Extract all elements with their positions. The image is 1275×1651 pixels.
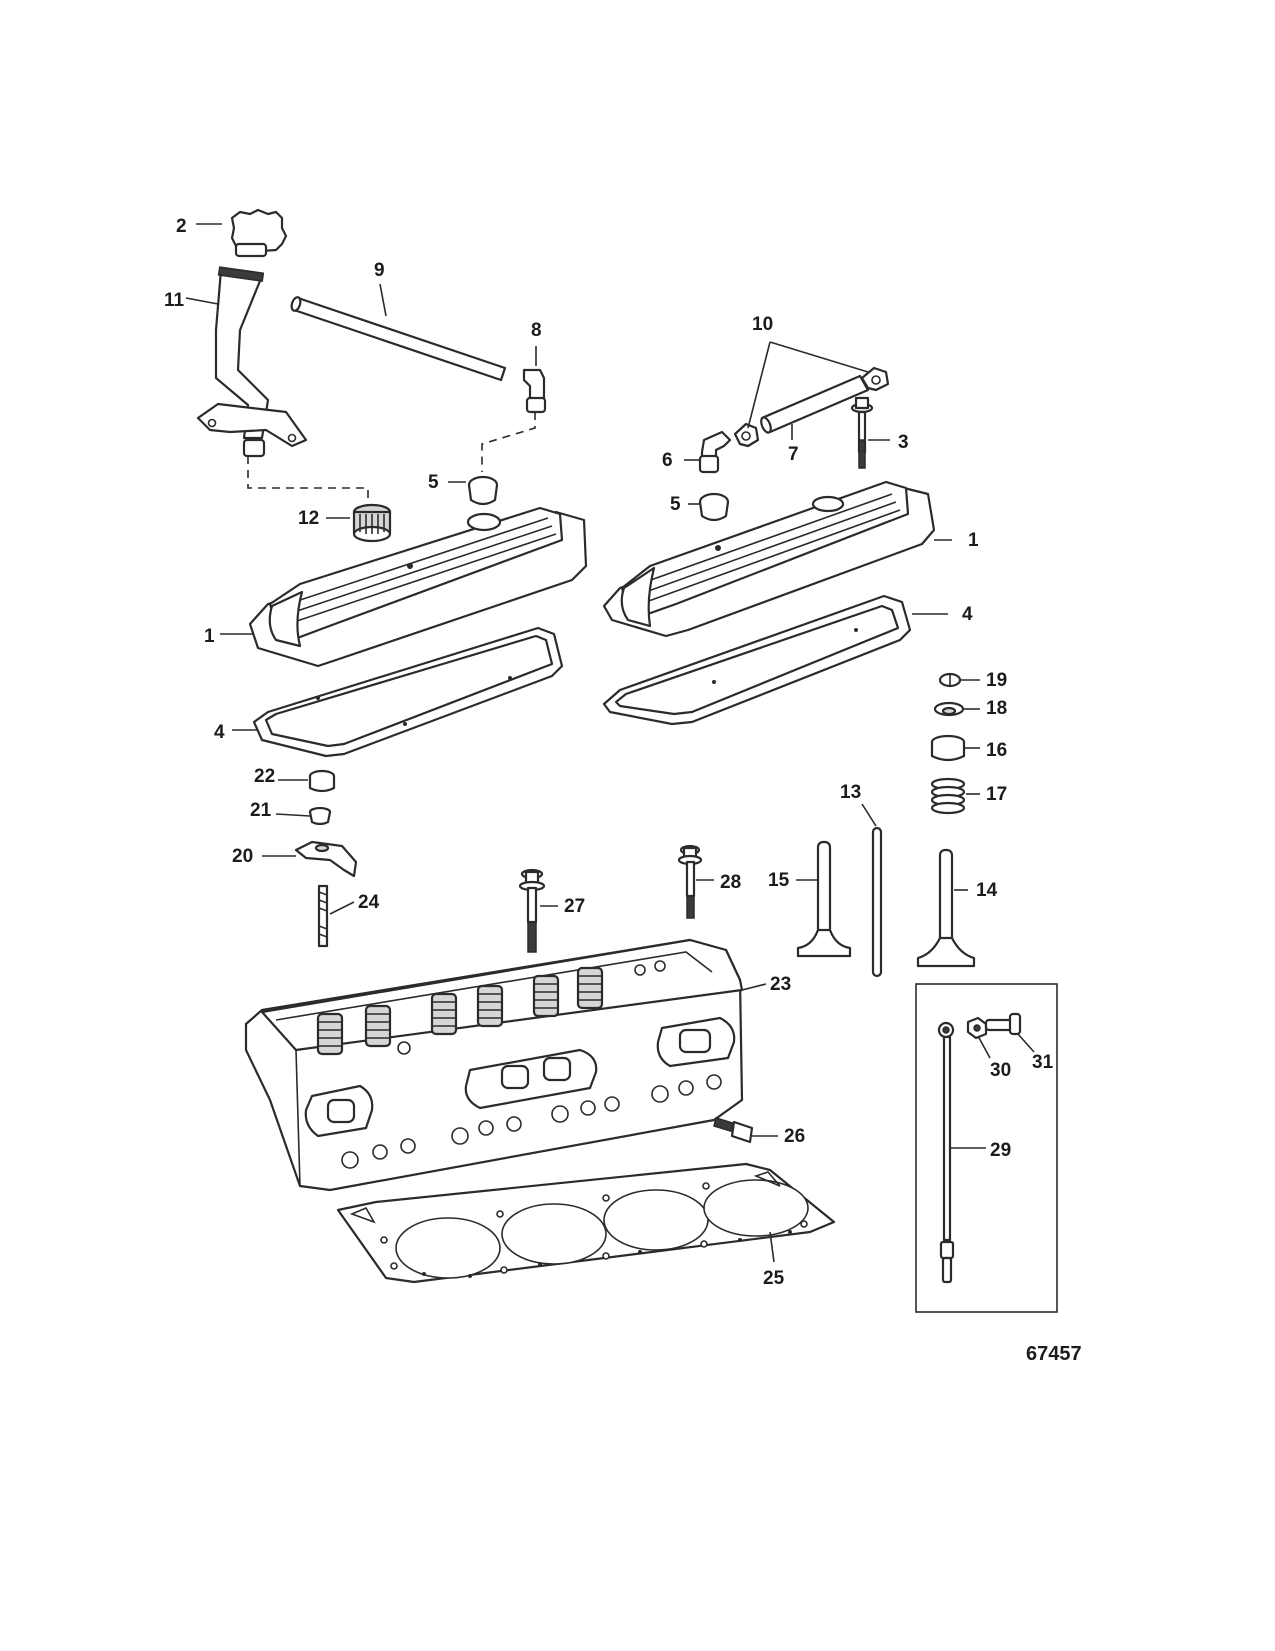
assembly-guide-line	[481, 412, 536, 472]
callout-20: 20	[232, 846, 253, 867]
callout-24: 24	[358, 892, 380, 913]
callout-30: 30	[990, 1060, 1011, 1081]
callout-31: 31	[1032, 1052, 1054, 1073]
callout-15: 15	[768, 870, 790, 891]
callout-9: 9	[374, 260, 385, 281]
valve-cover-gasket-right	[602, 594, 912, 726]
valve-cover-left	[248, 506, 588, 668]
cylinder-head-gasket	[336, 1162, 836, 1284]
elbow-fitting-8	[522, 368, 547, 414]
callout-26: 26	[784, 1126, 805, 1147]
assembly-guide-line	[247, 456, 369, 505]
rocker-arm	[294, 840, 358, 878]
callout-23: 23	[770, 974, 791, 995]
rocker-arm-stud	[317, 884, 329, 948]
oil-fill-adapter	[352, 503, 392, 543]
elbow-fitting-6	[698, 430, 732, 474]
head-valve-spring	[532, 974, 560, 1018]
valve-spring-retainer	[933, 701, 965, 717]
callout-18: 18	[986, 698, 1007, 719]
pushrod	[871, 826, 883, 978]
head-bolt-long	[518, 868, 546, 953]
head-valve-spring	[316, 1012, 344, 1056]
callout-3: 3	[898, 432, 909, 453]
callout-27: 27	[564, 896, 585, 917]
callout-2: 2	[176, 216, 187, 237]
oil-filler-tube	[196, 266, 308, 458]
callout-29: 29	[990, 1140, 1011, 1161]
valve-spring	[930, 777, 966, 815]
figure-number: 67457	[1026, 1343, 1082, 1365]
callout-16: 16	[986, 740, 1007, 761]
valve-seal	[930, 734, 966, 762]
hose-clamp-lower	[733, 422, 760, 448]
callout-17: 17	[986, 784, 1007, 805]
callout-28: 28	[720, 872, 741, 893]
callout-4: 4	[962, 604, 973, 625]
rocker-arm-nut	[308, 769, 336, 793]
knock-sensor-inset	[915, 983, 1058, 1313]
exhaust-valve	[796, 840, 852, 958]
gasket-holes	[380, 1182, 808, 1278]
knock-sensor-nut	[966, 1016, 988, 1040]
head-valve-spring	[476, 984, 504, 1028]
callout-4: 4	[214, 722, 225, 743]
grommet-right	[698, 492, 730, 522]
callout-8: 8	[531, 320, 542, 341]
callout-1: 1	[968, 530, 979, 551]
head-valve-spring	[576, 966, 604, 1010]
callout-14: 14	[976, 880, 998, 901]
knock-sensor-bolt	[984, 1012, 1022, 1036]
callout-5: 5	[428, 472, 439, 493]
head-valve-spring	[364, 1004, 392, 1048]
hose-clamp-upper	[860, 366, 890, 392]
callout-6: 6	[662, 450, 673, 471]
breather-tube	[290, 296, 507, 382]
callout-12: 12	[298, 508, 319, 529]
callout-21: 21	[250, 800, 272, 821]
callout-5: 5	[670, 494, 681, 515]
head-bolt-holes	[341, 960, 722, 1169]
bolt-26	[713, 1117, 754, 1144]
callout-13: 13	[840, 782, 861, 803]
callout-11: 11	[164, 290, 185, 311]
rocker-ball	[308, 806, 332, 826]
head-bolt-short	[677, 844, 703, 919]
leader-lines	[185, 223, 1035, 1263]
grommet-left	[467, 475, 499, 506]
callout-10: 10	[752, 314, 773, 335]
valve-cover-right	[602, 480, 936, 638]
hose-7	[760, 374, 870, 434]
callout-22: 22	[254, 766, 275, 787]
head-valve-spring	[430, 992, 458, 1036]
valve-cover-gasket-left	[252, 626, 564, 758]
oil-filler-cap	[230, 208, 288, 258]
valve-keeper	[938, 672, 962, 688]
callout-19: 19	[986, 670, 1007, 691]
knock-sensor	[937, 1021, 955, 1284]
callout-1: 1	[204, 626, 215, 647]
callout-25: 25	[763, 1268, 785, 1289]
intake-valve	[916, 848, 976, 968]
bolt-3	[850, 396, 874, 469]
cylinder-head	[244, 938, 744, 1192]
callout-7: 7	[788, 444, 799, 465]
